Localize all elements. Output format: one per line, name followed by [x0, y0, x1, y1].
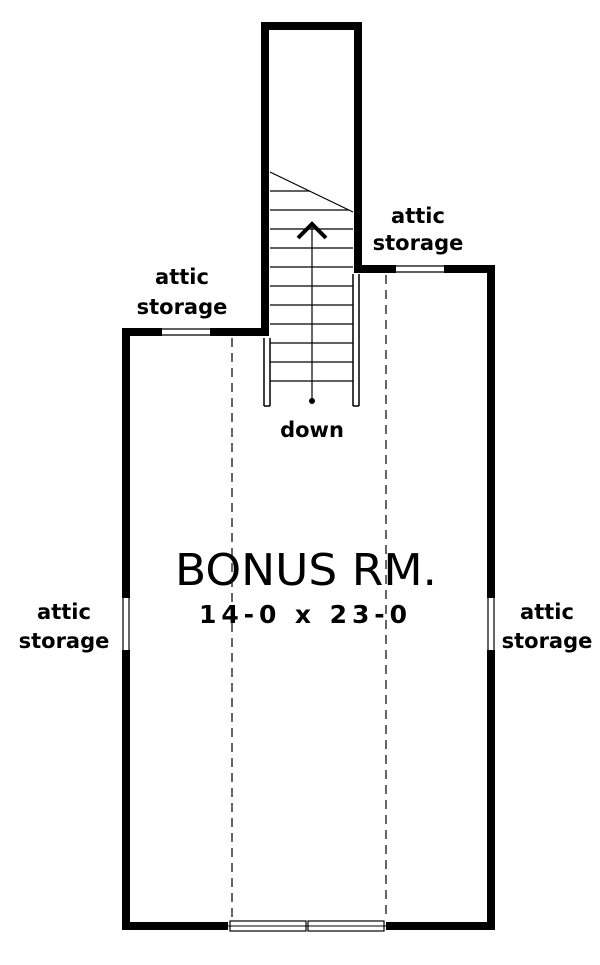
window-top-right — [396, 265, 444, 273]
window-top-left — [162, 328, 210, 336]
attic-label-left-line2: storage — [19, 629, 110, 653]
room-name: BONUS RM. — [175, 545, 437, 596]
attic-label-top-right-line2: storage — [373, 231, 464, 255]
stair-direction-dot — [309, 398, 315, 404]
walls — [122, 22, 495, 930]
attic-label-top-left-line1: attic — [155, 265, 209, 289]
knee-walls — [231, 275, 387, 920]
opening-right — [487, 598, 495, 650]
attic-label-right-line2: storage — [502, 629, 593, 653]
window-bottom — [228, 920, 386, 934]
attic-label-top-left-line2: storage — [137, 295, 228, 319]
exterior-wall — [122, 22, 495, 930]
stair-down-label: down — [280, 418, 344, 442]
stair-arrow-icon — [296, 221, 328, 240]
opening-left — [122, 598, 130, 650]
stair-break-line — [269, 171, 354, 213]
attic-label-top-right-line1: attic — [391, 204, 445, 228]
openings — [122, 265, 495, 934]
stair — [263, 171, 360, 407]
attic-label-left-line1: attic — [37, 600, 91, 624]
room-dimensions: 14-0 x 23-0 — [199, 600, 407, 629]
attic-label-right-line1: attic — [520, 600, 574, 624]
